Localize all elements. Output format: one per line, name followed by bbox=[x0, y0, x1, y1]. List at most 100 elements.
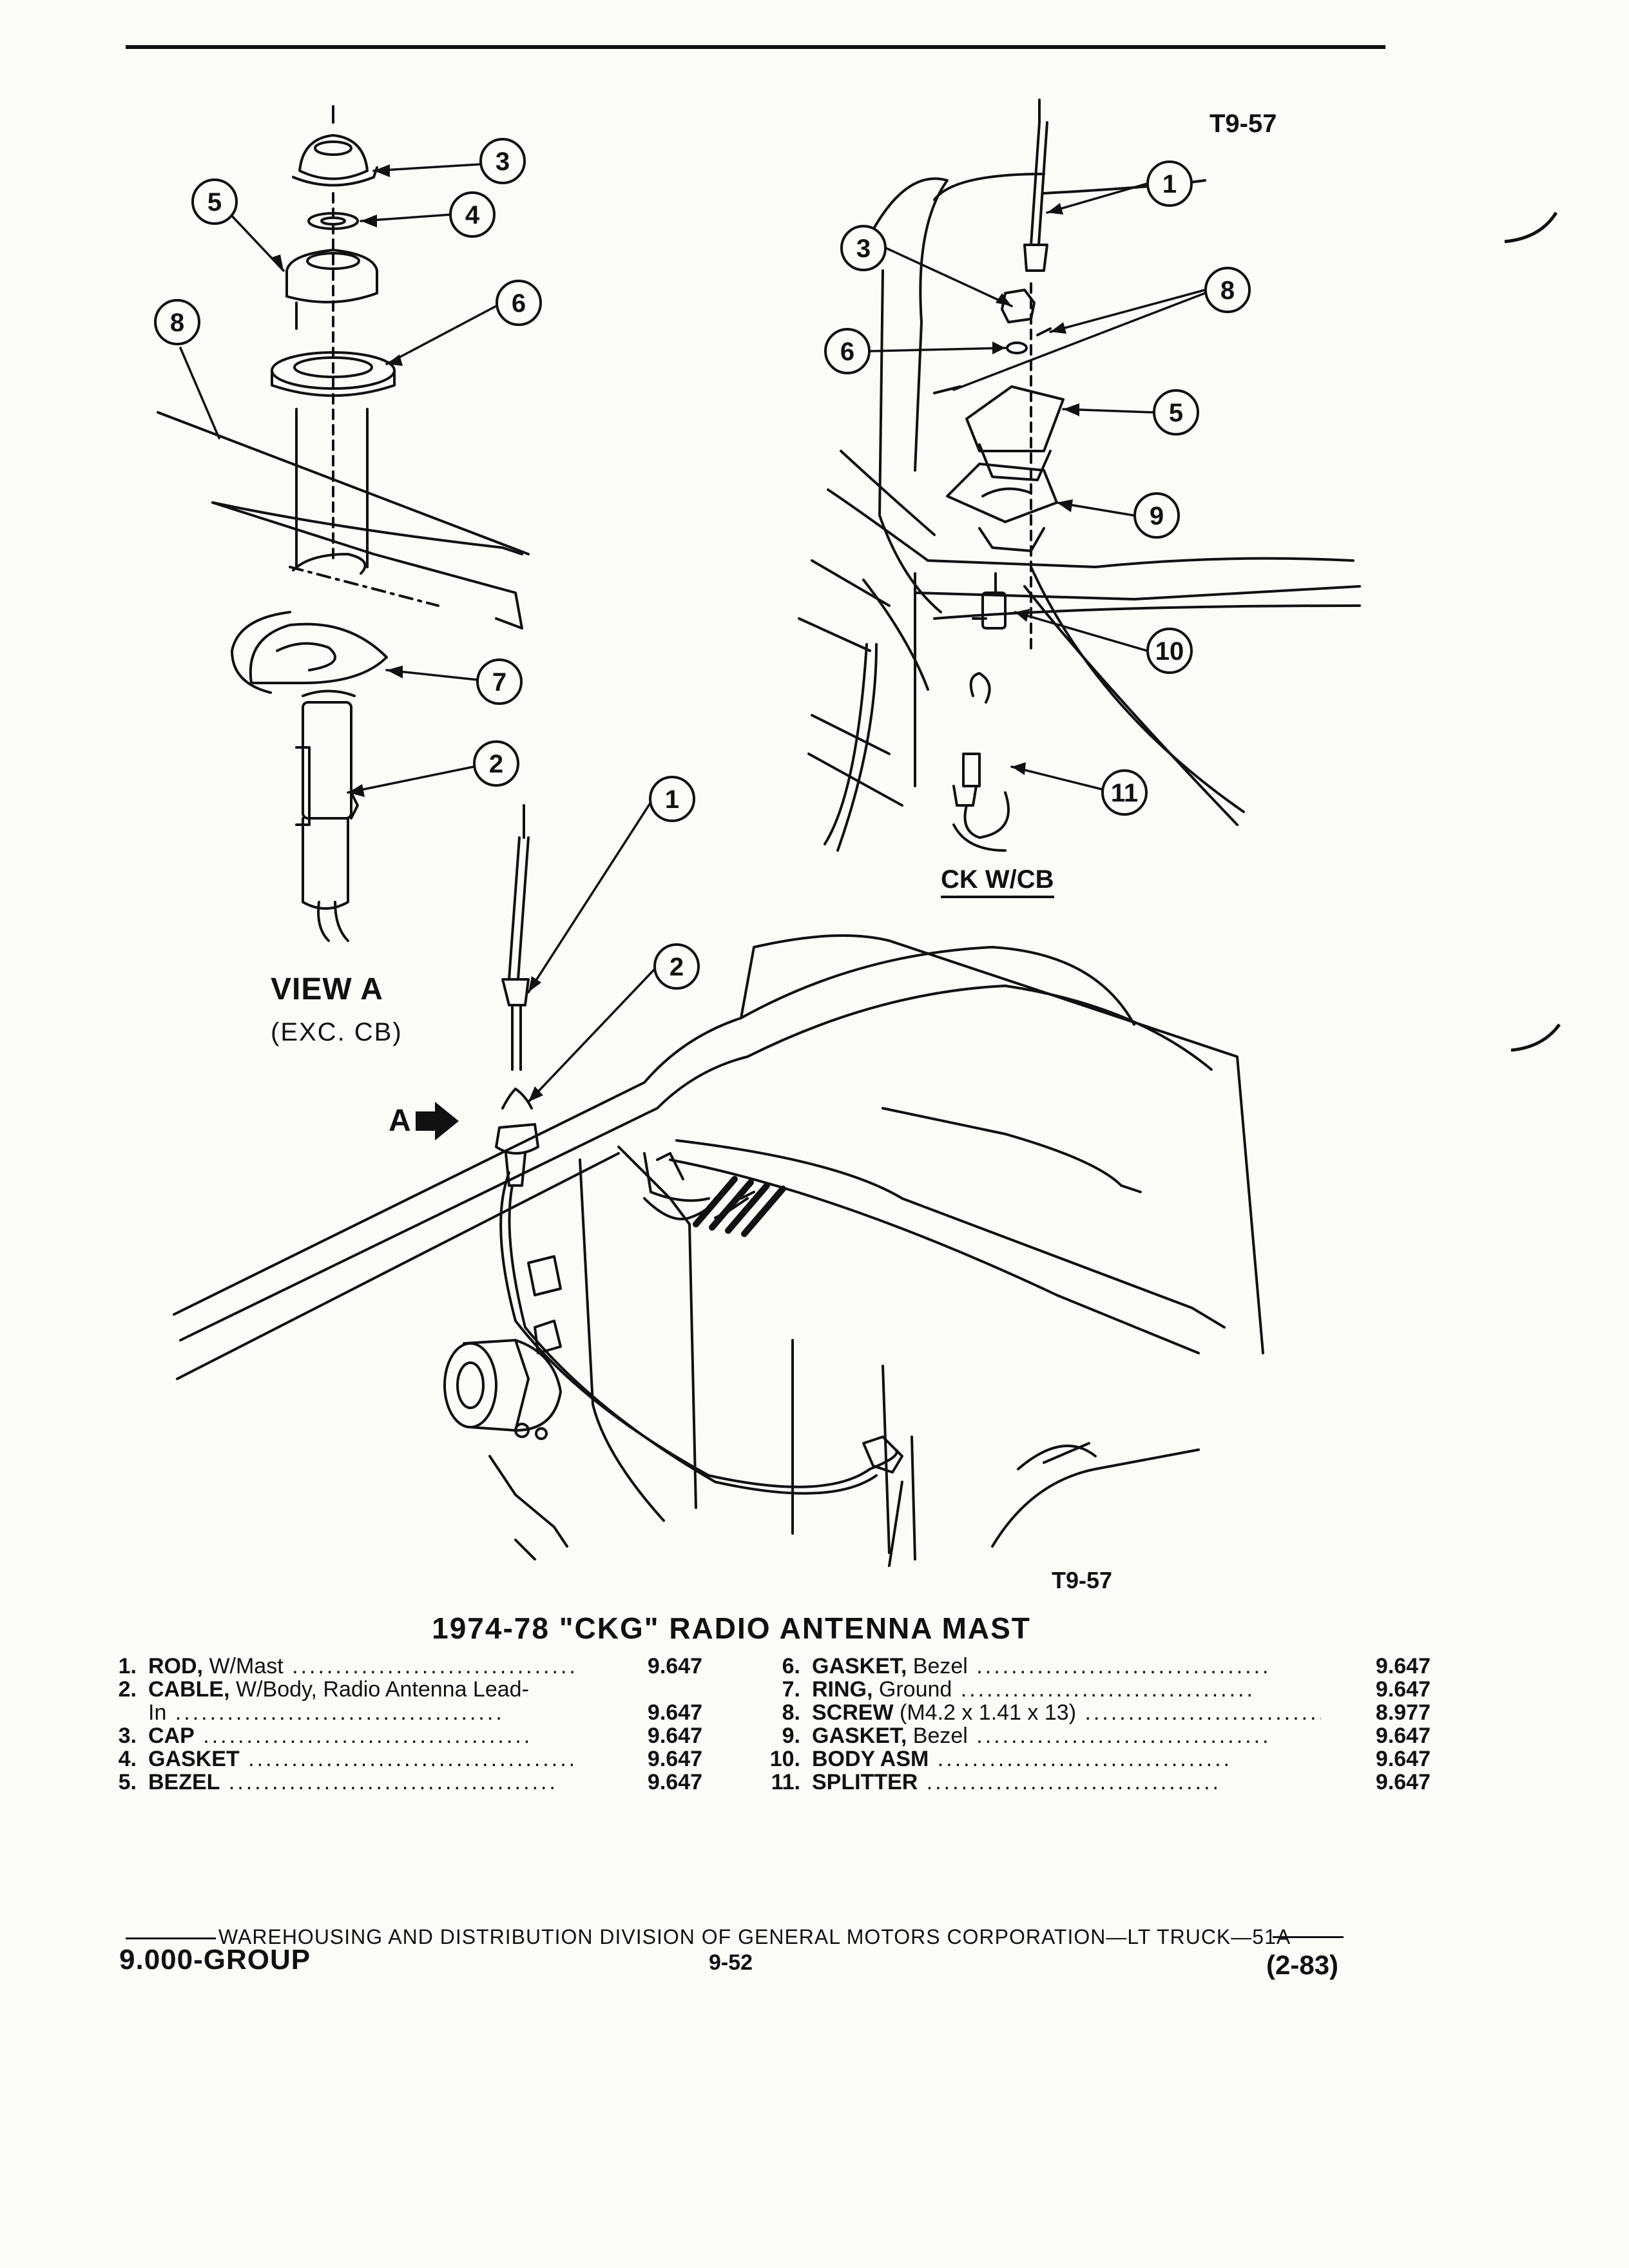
view-a-exploded-parts bbox=[157, 105, 530, 942]
part-row: 10. BODY ASM ............................… bbox=[754, 1747, 1431, 1771]
part-group-number: 9.647 bbox=[1375, 1747, 1431, 1771]
parts-list-right: 6. GASKET, Bezel ........................… bbox=[754, 1655, 1431, 1794]
footer-right-rule bbox=[1273, 1936, 1344, 1938]
view-a-subtitle: (EXC. CB) bbox=[271, 1018, 403, 1046]
callout-10-ck: 10 bbox=[1146, 628, 1193, 674]
part-group-number: 9.647 bbox=[647, 1770, 702, 1794]
callout-leaders bbox=[179, 163, 1206, 1103]
part-description: GASKET .................................… bbox=[148, 1747, 578, 1771]
view-a-pointer-arrow bbox=[416, 1102, 459, 1140]
part-description: RING, Ground ...........................… bbox=[812, 1678, 1255, 1701]
callout-2-view-a: 2 bbox=[473, 740, 519, 787]
view-a-title: VIEW A bbox=[271, 972, 383, 1006]
callout-1-main: 1 bbox=[649, 776, 695, 822]
callout-11-ck: 11 bbox=[1101, 769, 1148, 816]
part-description: SPLITTER ...............................… bbox=[812, 1771, 1221, 1794]
view-a-arrow-label: A bbox=[389, 1104, 411, 1138]
part-number: 4. bbox=[118, 1747, 137, 1771]
callout-8-ck: 8 bbox=[1204, 267, 1251, 313]
callout-number: 8 bbox=[170, 309, 184, 337]
callout-4-view-a: 4 bbox=[449, 191, 496, 238]
part-number: 7. bbox=[782, 1677, 800, 1702]
callout-5-ck: 5 bbox=[1153, 389, 1199, 436]
part-description: BODY ASM ...............................… bbox=[812, 1747, 1232, 1771]
figure-code-top: T9-57 bbox=[1210, 110, 1277, 138]
page-title: 1974-78 "CKG" RADIO ANTENNA MAST bbox=[432, 1611, 1031, 1645]
part-group-number: 9.647 bbox=[1375, 1724, 1431, 1748]
part-description: GASKET, Bezel ..........................… bbox=[812, 1724, 1271, 1747]
part-row: 5.BEZEL ................................… bbox=[90, 1771, 702, 1794]
callout-number: 2 bbox=[670, 953, 684, 981]
callout-2-main: 2 bbox=[653, 943, 700, 990]
part-group-number: 9.647 bbox=[1375, 1654, 1431, 1678]
callout-number: 5 bbox=[207, 188, 222, 216]
part-number: 9. bbox=[782, 1724, 800, 1748]
part-number: 3. bbox=[118, 1724, 137, 1748]
callout-number: 11 bbox=[1111, 779, 1138, 807]
part-row: 9. GASKET, Bezel ........................… bbox=[754, 1724, 1431, 1747]
ck-cb-exploded-parts bbox=[798, 99, 1361, 852]
part-description: GASKET, Bezel ..........................… bbox=[812, 1655, 1271, 1678]
part-number: 2. bbox=[118, 1677, 137, 1702]
callout-number: 6 bbox=[512, 289, 526, 318]
callout-number: 7 bbox=[492, 668, 506, 697]
callout-number: 2 bbox=[489, 750, 503, 778]
callout-1-ck: 1 bbox=[1146, 160, 1193, 207]
part-row: 4. GASKET ...............................… bbox=[90, 1747, 702, 1771]
part-description: In .....................................… bbox=[148, 1701, 505, 1724]
part-group-number: 9.647 bbox=[647, 1700, 702, 1725]
parts-list-left: 1.ROD, W/Mast ..........................… bbox=[90, 1655, 702, 1794]
part-group-number: 9.647 bbox=[1375, 1677, 1431, 1702]
figure-code-bottom: T9-57 bbox=[1052, 1567, 1113, 1593]
callout-number: 10 bbox=[1155, 637, 1184, 666]
part-group-number: 9.647 bbox=[647, 1747, 702, 1771]
part-row: 2. CABLE, W/Body, Radio Antenna Lead- bbox=[90, 1678, 702, 1701]
callout-7-view-a: 7 bbox=[476, 658, 523, 705]
callout-arrowheads bbox=[271, 164, 1079, 1102]
part-row: 1.ROD, W/Mast ..........................… bbox=[90, 1655, 702, 1678]
callout-8-view-a: 8 bbox=[154, 299, 200, 345]
part-description: CABLE, W/Body, Radio Antenna Lead- bbox=[148, 1678, 529, 1701]
part-number: 10. bbox=[769, 1747, 800, 1771]
callout-number: 1 bbox=[665, 785, 679, 814]
part-row: 6. GASKET, Bezel ........................… bbox=[754, 1655, 1431, 1678]
footer-date-code: (2-83) bbox=[1266, 1950, 1339, 1980]
part-description: SCREW (M4.2 x 1.41 x 13) ...............… bbox=[812, 1701, 1321, 1724]
part-group-number: 9.647 bbox=[1375, 1770, 1431, 1794]
truck-cab-illustration bbox=[173, 804, 1264, 1567]
part-description: CAP ....................................… bbox=[148, 1724, 533, 1747]
callout-number: 8 bbox=[1220, 276, 1235, 305]
callout-6-view-a: 6 bbox=[496, 280, 542, 326]
callout-number: 4 bbox=[465, 201, 480, 229]
part-number: 8. bbox=[782, 1700, 800, 1725]
ck-cb-label: CK W/CB bbox=[941, 865, 1054, 898]
callout-number: 9 bbox=[1150, 502, 1164, 530]
footer-division-text: WAREHOUSING AND DISTRIBUTION DIVISION OF… bbox=[218, 1925, 1291, 1948]
top-rule bbox=[126, 45, 1385, 49]
antenna-diagram: 3 4 5 6 8 7 2 1 2 1 3 8 6 5 9 10 11 bbox=[154, 99, 1561, 1567]
part-row: In .....................................… bbox=[90, 1701, 702, 1724]
part-group-number: 9.647 bbox=[647, 1724, 702, 1748]
callout-number: 3 bbox=[496, 148, 510, 176]
footer-group-number: 9.000-GROUP bbox=[119, 1944, 311, 1975]
margin-marks bbox=[1504, 211, 1561, 1052]
callout-3-view-a: 3 bbox=[479, 138, 526, 184]
callout-3-ck: 3 bbox=[840, 225, 887, 271]
part-number: 11. bbox=[771, 1770, 800, 1794]
part-row: 3. CAP ..................................… bbox=[90, 1724, 702, 1747]
callout-6-ck: 6 bbox=[824, 328, 871, 374]
part-row: 8. SCREW (M4.2 x 1.41 x 13) .............… bbox=[754, 1701, 1431, 1724]
footer-page-number: 9-52 bbox=[709, 1950, 753, 1975]
callout-number: 1 bbox=[1162, 170, 1177, 198]
callout-number: 3 bbox=[856, 235, 871, 263]
part-group-number: 9.647 bbox=[647, 1654, 702, 1678]
callout-number: 5 bbox=[1169, 399, 1183, 427]
callouts: 3 4 5 6 8 7 2 1 2 1 3 8 6 5 9 10 11 bbox=[154, 138, 1251, 990]
part-group-number: 8.977 bbox=[1375, 1700, 1431, 1725]
part-row: 11. SPLITTER ............................… bbox=[754, 1771, 1431, 1794]
part-number: 1. bbox=[118, 1654, 137, 1678]
part-row: 7. RING, Ground .........................… bbox=[754, 1678, 1431, 1701]
callout-9-ck: 9 bbox=[1133, 492, 1180, 539]
part-number: 6. bbox=[782, 1654, 800, 1678]
part-number: 5. bbox=[118, 1770, 137, 1794]
